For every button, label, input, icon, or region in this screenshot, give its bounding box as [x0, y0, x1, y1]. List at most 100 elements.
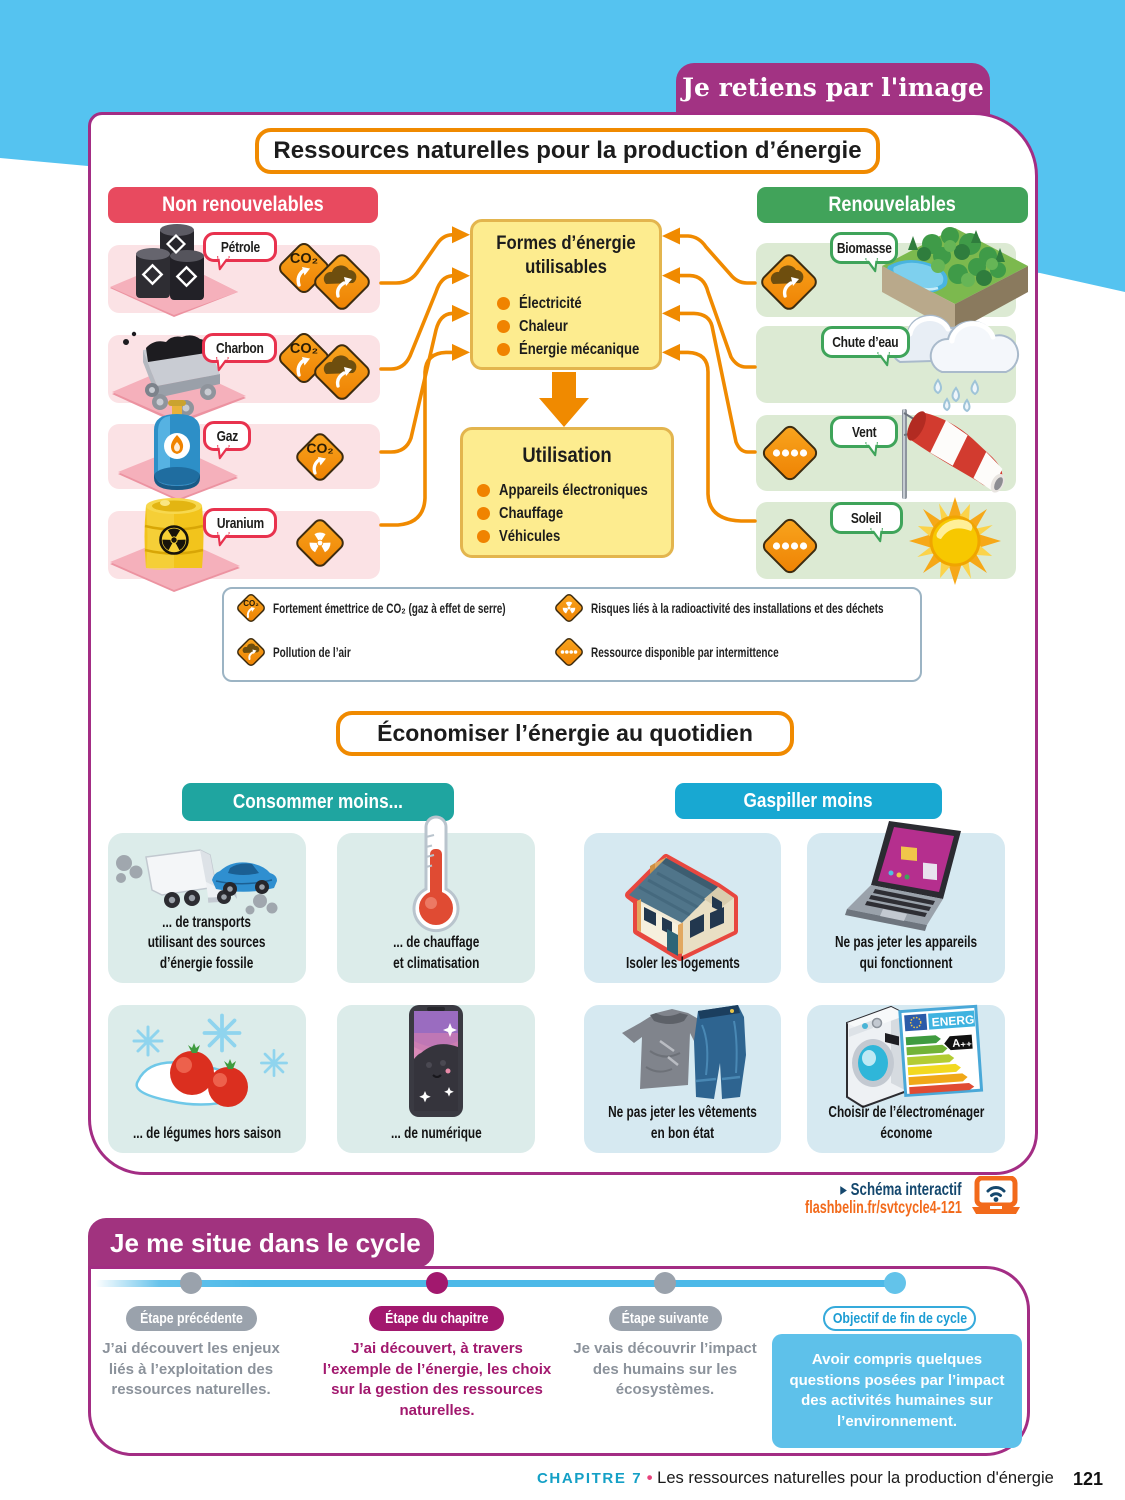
washing-machine-illustration: ENERG A₊₊ — [846, 1004, 984, 1109]
label-vent-text: Vent — [851, 423, 877, 441]
energy-form-item: Énergie mécanique — [497, 338, 659, 361]
svg-text:A₊₊: A₊₊ — [952, 1037, 973, 1050]
card-caption: Ne pas jeter les appareils qui fonctionn… — [834, 934, 978, 972]
legend-text-pollution: Pollution de l’air — [273, 644, 351, 660]
smartphone-illustration — [409, 1005, 463, 1117]
energy-form-item-label: Énergie mécanique — [519, 341, 640, 358]
usage-item-label: Appareils électroniques — [499, 482, 648, 499]
badge-co2-gaz: CO₂ — [296, 433, 344, 481]
usage-item: Appareils électroniques — [477, 479, 671, 502]
uranium-barrel-illustration — [110, 498, 240, 592]
cycle-text-current: J’ai découvert, à travers l’exemple de l… — [322, 1340, 552, 1419]
badge-intermittence-vent — [762, 425, 818, 481]
consommer-header-label: Consommer moins... — [232, 790, 404, 813]
energy-forms-box: Formes d’énergie utilisables Électricité… — [470, 219, 662, 370]
house-illustration — [625, 854, 738, 961]
usage-item-label: Véhicules — [499, 528, 561, 545]
label-chute-eau-text: Chute d’eau — [832, 333, 899, 351]
bubble-tail — [216, 532, 230, 547]
bubble-tail — [865, 442, 879, 457]
usage-item: Chauffage — [477, 502, 671, 525]
label-charbon-text: Charbon — [215, 339, 264, 357]
label-petrole-text: Pétrole — [220, 238, 260, 256]
card-chauffage: ... de chauffage et climatisation — [337, 815, 535, 983]
gaspiller-header-label: Gaspiller moins — [743, 789, 874, 812]
legend-item-radioactivity: Risques liés à la radioactivité des inst… — [554, 594, 914, 622]
footer-title: Les ressources naturelles pour la produc… — [657, 1469, 1054, 1487]
label-uranium: Uranium — [203, 508, 277, 547]
renewables-header-label: Renouvelables — [828, 193, 957, 216]
badge-radioactivity-uranium — [296, 519, 344, 567]
label-charbon: Charbon — [202, 333, 277, 372]
page-type-badge-label: Je retiens par l'image — [682, 73, 984, 102]
cycle-pill-objective-label: Objectif de fin de cycle — [832, 1310, 967, 1327]
bubble-tail — [216, 256, 230, 271]
cycle-banner-label: Je me situe dans le cycle — [110, 1227, 421, 1258]
interactive-schema-link[interactable]: ▸ Schéma interactif flashbelin.fr/svtcyc… — [744, 1180, 962, 1217]
co2-icon: CO₂ — [237, 594, 265, 622]
bubble-tail — [216, 445, 230, 460]
card-caption: ... de numérique — [390, 1124, 482, 1142]
energy-form-item-label: Chaleur — [519, 318, 568, 335]
legend-text-intermittence: Ressource disponible par intermittence — [591, 644, 779, 660]
legend-text-radioactivity: Risques liés à la radioactivité des inst… — [591, 600, 884, 616]
economiser-title-banner: Économiser l’énergie au quotidien — [336, 711, 794, 756]
card-caption: ... de transports utilisant des sources … — [148, 913, 266, 972]
label-biomasse-text: Biomasse — [836, 239, 892, 257]
label-biomasse: Biomasse — [830, 232, 898, 273]
diagram-title-banner: Ressources naturelles pour la production… — [255, 128, 880, 174]
label-chute-eau: Chute d’eau — [821, 326, 910, 367]
renewables-header: Renouvelables — [757, 187, 1028, 223]
forest-illustration — [882, 227, 1028, 332]
energy-forms-title: Formes d’énergie utilisables — [496, 233, 636, 278]
cycle-dot-objective — [884, 1272, 906, 1294]
cycle-timeline — [95, 1280, 897, 1287]
oil-barrels-illustration — [110, 224, 238, 317]
svg-text:CO₂: CO₂ — [290, 251, 318, 267]
schema-url[interactable]: flashbelin.fr/svtcycle4-121 — [805, 1197, 962, 1217]
badge-co2-pollution-charbon: CO₂ — [279, 333, 370, 400]
consommer-header: Consommer moins... — [182, 783, 454, 821]
cycle-pill-previous-label: Étape précédente — [140, 1310, 243, 1327]
cycle-pill-current: Étape du chapitre — [369, 1306, 504, 1331]
connector-arrows — [379, 226, 757, 527]
energy-form-item: Chaleur — [497, 315, 659, 338]
gaspiller-header: Gaspiller moins — [675, 783, 942, 819]
thermometer-illustration — [412, 815, 460, 933]
footer-chapter: CHAPITRE 7 — [537, 1470, 643, 1487]
usage-item-label: Chauffage — [499, 505, 564, 522]
footer-page-number: 121 — [1072, 1469, 1103, 1489]
cycle-pill-next-label: Étape suivante — [622, 1310, 709, 1327]
pollution-icon — [237, 638, 265, 666]
diagram-title: Ressources naturelles pour la production… — [273, 137, 862, 164]
tomatoes-snow-illustration — [132, 1013, 288, 1107]
card-caption: Ne pas jeter les vêtements en bon état — [608, 1104, 757, 1142]
badge-intermittence-soleil — [762, 518, 818, 574]
card-isoler: Isoler les logements — [584, 833, 781, 983]
card-caption: ... de chauffage et climatisation — [392, 934, 480, 972]
bubble-tail — [215, 357, 229, 372]
cycle-pill-previous: Étape précédente — [126, 1306, 257, 1331]
card-appareils: Ne pas jeter les appareils qui fonctionn… — [807, 821, 1005, 983]
windsock-illustration — [902, 409, 1005, 499]
radioactivity-icon — [555, 594, 583, 622]
footer-text: CHAPITRE 7 • Les ressources naturelles p… — [537, 1469, 1054, 1488]
card-transports: ... de transports utilisant des sources … — [108, 833, 306, 983]
non-renewables-header: Non renouvelables — [108, 187, 378, 223]
usage-item: Véhicules — [477, 525, 671, 548]
energy-form-item-label: Électricité — [519, 295, 582, 312]
cycle-dot-current — [426, 1272, 448, 1294]
label-soleil: Soleil — [830, 502, 903, 543]
cycle-banner: Je me situe dans le cycle — [88, 1218, 434, 1268]
card-caption: Isoler les logements — [625, 954, 740, 972]
svg-text:CO₂: CO₂ — [306, 440, 333, 456]
schema-label-line: ▸ Schéma interactif — [841, 1180, 962, 1198]
coal-cart-illustration — [112, 331, 246, 424]
svg-text:ENERG: ENERG — [931, 1012, 975, 1029]
gas-cylinder-illustration — [118, 400, 238, 501]
legend-item-pollution: Pollution de l’air — [236, 638, 546, 666]
label-gaz: Gaz — [203, 421, 251, 460]
energy-form-item: Électricité — [497, 292, 659, 315]
card-vetements: Ne pas jeter les vêtements en bon état — [584, 1005, 781, 1153]
